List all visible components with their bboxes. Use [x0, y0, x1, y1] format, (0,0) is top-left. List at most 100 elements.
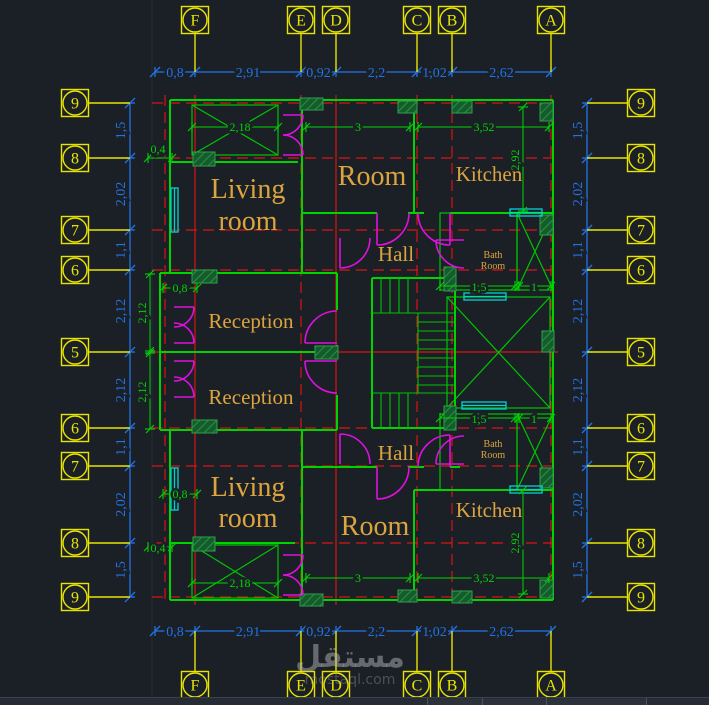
columns-layer	[191, 97, 555, 607]
stairs	[372, 278, 455, 428]
shaft-cross	[191, 544, 279, 599]
grid-bubble-square	[60, 413, 90, 443]
grid-bubble-circle	[288, 7, 314, 33]
grid-bubble-square	[60, 215, 90, 245]
grid-bubble-label: 9	[637, 590, 645, 607]
grid-bubble-circle	[439, 7, 465, 33]
door-arc	[417, 212, 451, 246]
door-arc	[435, 239, 465, 269]
grid-bubble-circle	[628, 217, 654, 243]
column	[451, 100, 473, 114]
dim-value: 1,02	[422, 625, 447, 640]
bottom-scrollbar[interactable]	[0, 697, 709, 705]
grid-bubble-label: 7	[637, 223, 645, 240]
grid-bubble-circle	[62, 217, 88, 243]
dim-value: 0,92	[306, 66, 331, 81]
grid-bubble-circle	[62, 453, 88, 479]
column	[539, 579, 554, 599]
shaft-cross	[446, 296, 551, 409]
dim-value: 1,1	[114, 241, 129, 259]
room-label: Room	[481, 261, 506, 272]
shaft-cross	[191, 104, 279, 156]
green-dim-text: 3,52	[474, 120, 495, 134]
door-arc	[173, 306, 195, 328]
green-dim-text: 1,5	[472, 280, 487, 294]
grid-bubble-label: C	[412, 678, 423, 695]
room-label: Hall	[378, 441, 414, 465]
grid-bubble-label: E	[296, 13, 306, 30]
grid-bubble-label: 6	[71, 421, 79, 438]
grid-bubble-label: F	[191, 678, 200, 695]
grid-bubble-square	[626, 88, 656, 118]
dim-value: 2,62	[489, 625, 514, 640]
door-arc	[304, 360, 338, 394]
column	[539, 102, 554, 122]
door-arc	[376, 212, 410, 246]
green-dim-text: 2,18	[230, 576, 251, 590]
grid-bubble-circle	[628, 257, 654, 283]
dim-value: 2,02	[114, 492, 129, 517]
door-arc	[173, 376, 195, 398]
column	[539, 467, 554, 489]
grid-bubble-square	[626, 582, 656, 612]
grid-bubble-circle	[62, 530, 88, 556]
grid-bubble-square	[626, 451, 656, 481]
door-arc	[173, 322, 195, 344]
green-dim-text: 0,4	[151, 541, 166, 555]
grid-bubble-label: 7	[71, 223, 79, 240]
door-arc	[339, 433, 371, 465]
dim-value: 2,62	[489, 66, 514, 81]
doors-layer	[173, 114, 465, 596]
room-label: room	[218, 206, 277, 237]
grid-bubble-circle	[628, 453, 654, 479]
grid-bubble-circle	[323, 7, 349, 33]
room-label: Hall	[378, 242, 414, 266]
room-label: Bath	[484, 439, 503, 450]
grid-bubble-circle	[628, 415, 654, 441]
grid-bubble-label: A	[545, 13, 557, 30]
grid-bubble-circle	[62, 339, 88, 365]
green-dim-text: 2,92	[508, 150, 522, 171]
grid-bubble-circle	[62, 584, 88, 610]
grid-bubble-square	[626, 255, 656, 285]
dim-value: 1,1	[571, 438, 586, 456]
room-label: Reception	[208, 309, 294, 333]
dim-value: 2,2	[368, 66, 386, 81]
green-dim-text: 3	[355, 571, 361, 585]
room-label: Bath	[484, 250, 503, 261]
column	[191, 419, 218, 434]
grid-bubble-circle	[182, 7, 208, 33]
dim-value: 2,02	[571, 182, 586, 207]
green-dim-text: 1	[531, 280, 537, 294]
grid-bubble-label: 5	[71, 345, 79, 362]
scrollbar-divider	[546, 698, 547, 705]
grid-bubble-square	[536, 5, 566, 35]
grid-bubble-circle	[628, 145, 654, 171]
dim-value: 1,5	[571, 561, 586, 579]
grid-bubble-square	[626, 215, 656, 245]
dim-value: 2,91	[236, 66, 261, 81]
green-dim-text: 2,12	[135, 303, 149, 324]
scrollbar-thumb[interactable]	[427, 699, 646, 705]
dim-value: 2,12	[571, 378, 586, 403]
door-arc	[173, 360, 195, 382]
grid-bubble-square	[180, 5, 210, 35]
column	[299, 593, 324, 607]
door-arc	[304, 310, 338, 344]
room-label: room	[218, 503, 277, 534]
column	[397, 589, 418, 603]
grid-bubble-circle	[628, 339, 654, 365]
green-dim-text: 0,8	[173, 487, 188, 501]
grid-bubble-label: 7	[637, 459, 645, 476]
grid-bubble-circle	[628, 584, 654, 610]
grid-bubble-label: 9	[71, 590, 79, 607]
grid-bubble-label: 6	[637, 421, 645, 438]
grid-bubble-label: E	[296, 678, 306, 695]
grid-bubble-square	[60, 88, 90, 118]
scrollbar-divider	[482, 698, 483, 705]
green-dim-text: 2,92	[508, 533, 522, 554]
grid-bubble-circle	[62, 415, 88, 441]
